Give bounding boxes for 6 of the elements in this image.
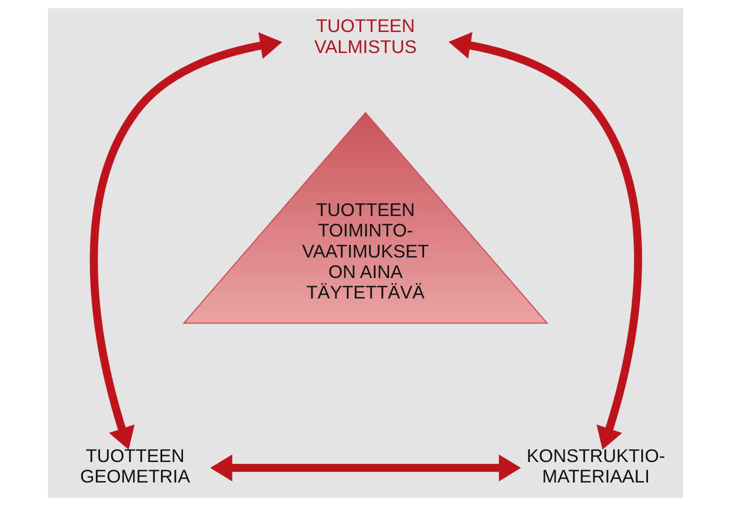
node-text: TUOTTEEN GEOMETRIA: [80, 444, 190, 487]
arrow: [210, 454, 520, 482]
node-text: KONSTRUKTIO- MATERIAALI: [526, 444, 665, 487]
arrow: [89, 32, 282, 450]
node-text: TUOTTEEN VALMISTUS: [314, 15, 416, 57]
arrow: [448, 32, 642, 450]
